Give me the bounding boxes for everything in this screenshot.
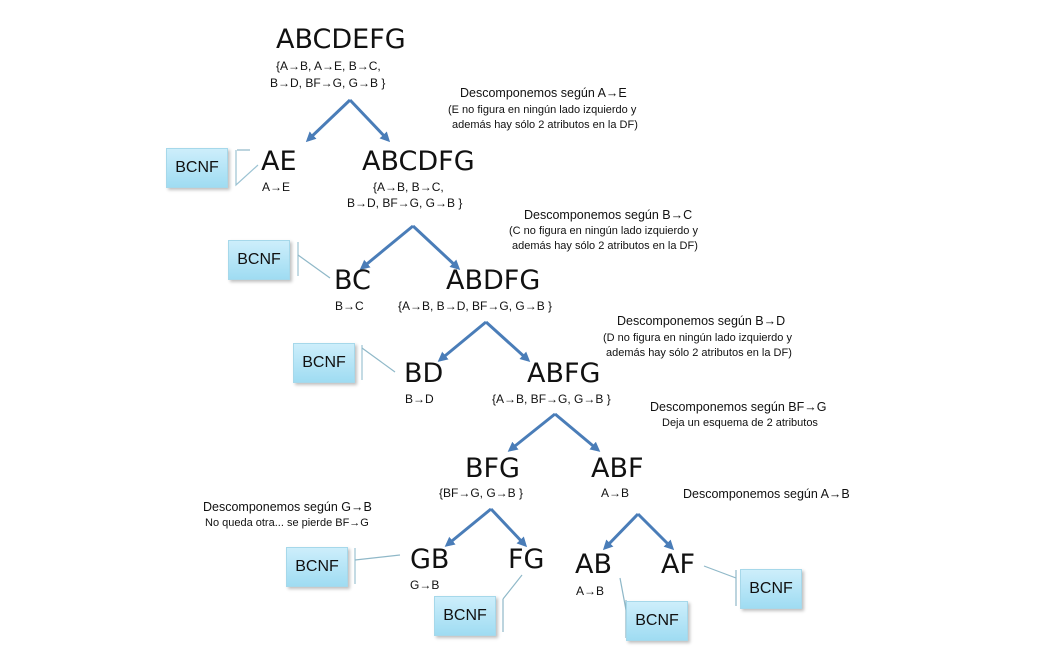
note-bf-g-line1: Deja un esquema de 2 atributos	[662, 417, 818, 429]
fd-bd: B→D	[405, 392, 434, 406]
arrow-abfg-abf	[554, 412, 601, 452]
bcnf-badge-ae: BCNF	[166, 148, 228, 188]
arrow-abfg-bfg	[507, 412, 556, 452]
note-a-e-line1: (E no figura en ningún lado izquierdo y	[448, 104, 637, 116]
node-ae: AE	[261, 146, 297, 177]
fd-abf: A→B	[601, 486, 630, 500]
arrow-abcdfg-bc	[359, 224, 414, 270]
fd-bfg: {BF→G, G→B }	[439, 486, 524, 500]
note-g-b-title: Descomponemos según G→B	[203, 500, 372, 514]
bcnf-badge-af: BCNF	[740, 569, 802, 609]
fd-abcdfg-line1: {A→B, B→C,	[373, 180, 444, 194]
arrow-abf-af	[636, 512, 675, 551]
node-abfg: ABFG	[527, 358, 601, 389]
fd-abcdefg-line2: B→D, BF→G, G→B }	[270, 76, 386, 90]
node-af: AF	[661, 549, 696, 580]
fd-gb: G→B	[410, 578, 440, 592]
fd-abdfg: {A→B, B→D, BF→G, G→B }	[398, 299, 553, 313]
fd-bc: B→C	[335, 299, 364, 313]
arrow-abdfg-abfg	[484, 320, 531, 363]
node-abcdfg: ABCDFG	[362, 146, 475, 177]
node-bd: BD	[404, 358, 444, 389]
bcnf-badge-ab: BCNF	[626, 601, 688, 641]
node-fg: FG	[508, 544, 545, 575]
note-a-b-title: Descomponemos según A→B	[683, 487, 850, 501]
node-bc: BC	[334, 265, 371, 296]
note-b-d-line1: (D no figura en ningún lado izquierdo y	[603, 332, 792, 344]
note-a-e: Descomponemos según A→E	[460, 86, 627, 101]
note-bf-g-title: Descomponemos según BF→G	[650, 400, 827, 414]
bcnf-badge-bd: BCNF	[293, 343, 355, 383]
bcnf-badge-gb: BCNF	[286, 547, 348, 587]
fd-abfg: {A→B, BF→G, G→B }	[492, 392, 611, 406]
fd-ab: A→B	[576, 584, 605, 598]
arrow-abf-ab	[602, 512, 640, 551]
note-g-b-line1: No queda otra... se pierde BF→G	[205, 517, 369, 529]
arrow-root-abcdfg	[348, 98, 391, 143]
note-b-c-line2: además hay sólo 2 atributos en la DF)	[512, 240, 698, 252]
node-abcdefg: ABCDEFG	[276, 24, 406, 55]
fd-ae: A→E	[262, 180, 291, 194]
node-ab: AB	[575, 549, 612, 580]
note-a-e-title: Descomponemos según A→E	[460, 86, 627, 100]
node-gb: GB	[410, 544, 450, 575]
node-bfg: BFG	[465, 453, 520, 484]
note-b-d-line2: además hay sólo 2 atributos en la DF)	[606, 347, 792, 359]
arrow-abcdfg-abdfg	[411, 224, 461, 271]
note-a-e-line2: además hay sólo 2 atributos en la DF)	[452, 119, 638, 131]
arrow-bfg-gb	[444, 507, 492, 547]
fd-abcdfg-line2: B→D, BF→G, G→B }	[347, 196, 463, 210]
node-abdfg: ABDFG	[446, 265, 541, 296]
note-b-c-line1: (C no figura en ningún lado izquierdo y	[509, 225, 698, 237]
note-b-c-title: Descomponemos según B→C	[524, 208, 693, 222]
fd-abcdefg-line1: {A→B, A→E, B→C,	[276, 59, 381, 73]
arrow-bfg-fg	[489, 507, 528, 548]
node-abf: ABF	[591, 453, 644, 484]
arrow-abdfg-bd	[437, 320, 487, 362]
bcnf-badge-fg: BCNF	[434, 596, 496, 636]
note-b-d-title: Descomponemos según B→D	[617, 314, 786, 328]
arrow-root-ae	[305, 98, 352, 143]
bcnf-badge-bc: BCNF	[228, 240, 290, 280]
